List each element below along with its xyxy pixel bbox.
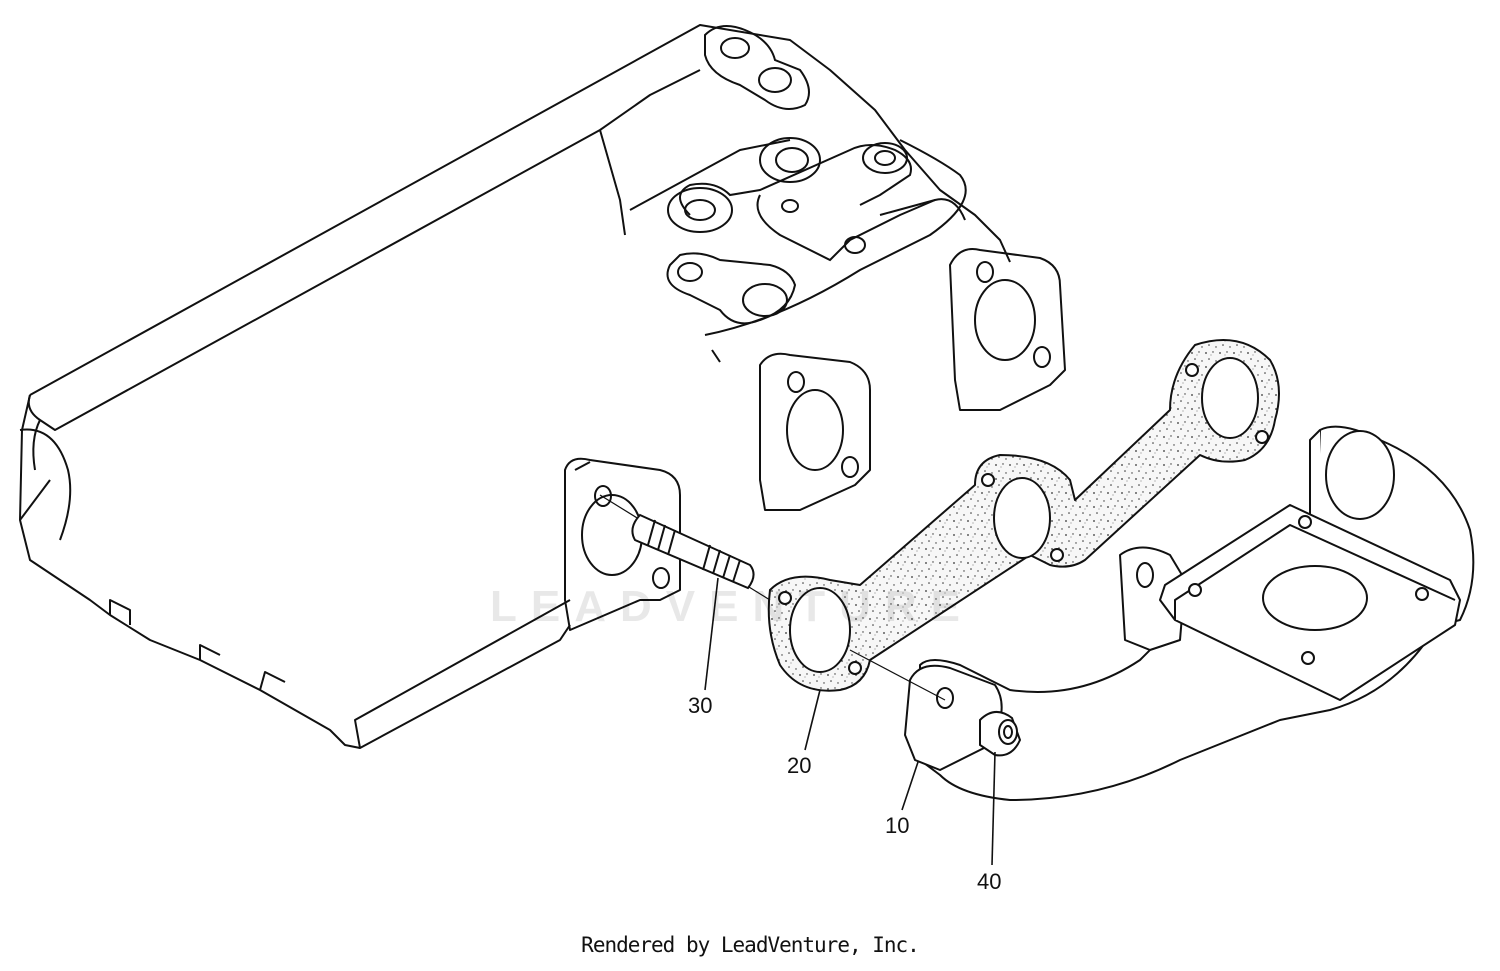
leader-lines bbox=[704, 577, 996, 866]
exhaust-manifold bbox=[849, 425, 1475, 801]
stud-bolt bbox=[599, 494, 771, 601]
callout-10: 10 bbox=[885, 813, 910, 838]
head-exhaust-flanges bbox=[564, 248, 1066, 631]
head-top-ports bbox=[666, 25, 967, 363]
callout-30: 30 bbox=[688, 693, 713, 718]
flange-nut bbox=[979, 711, 1022, 757]
footer-credit: Rendered by LeadVenture, Inc. bbox=[581, 933, 920, 957]
callout-40: 40 bbox=[977, 869, 1002, 894]
callout-20: 20 bbox=[787, 753, 812, 778]
cylinder-head bbox=[19, 24, 1011, 749]
exhaust-gasket bbox=[767, 339, 1280, 692]
watermark-text: LEADVENTURE bbox=[490, 582, 975, 631]
